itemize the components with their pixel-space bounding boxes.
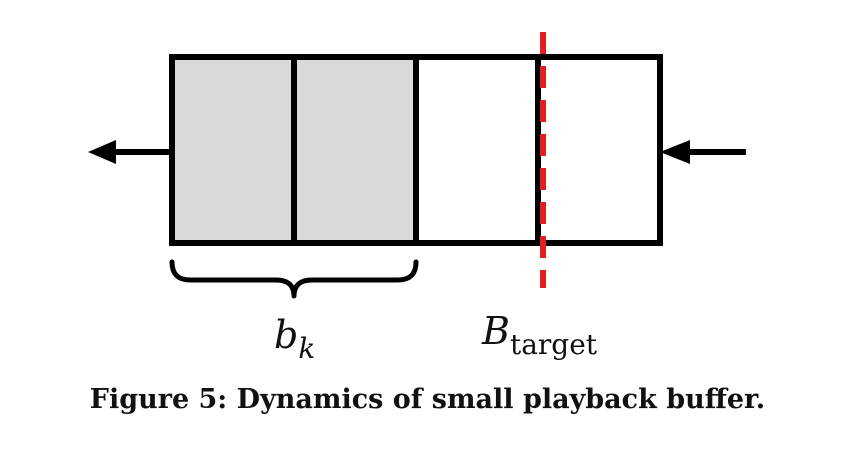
- buffer-slots: [169, 54, 663, 246]
- occupancy-brace: [169, 259, 419, 299]
- target-label: Btarget: [482, 309, 598, 361]
- buffer-slot-filled: [291, 54, 419, 246]
- inflow-arrow: [660, 140, 746, 164]
- buffer-slot-empty: [535, 54, 663, 246]
- outflow-arrow: [88, 140, 170, 164]
- buffer-slot-empty: [413, 54, 541, 246]
- figure-caption: Figure 5: Dynamics of small playback buf…: [89, 384, 766, 415]
- buffer-slot-filled: [169, 54, 297, 246]
- occupancy-label: bk: [274, 313, 316, 365]
